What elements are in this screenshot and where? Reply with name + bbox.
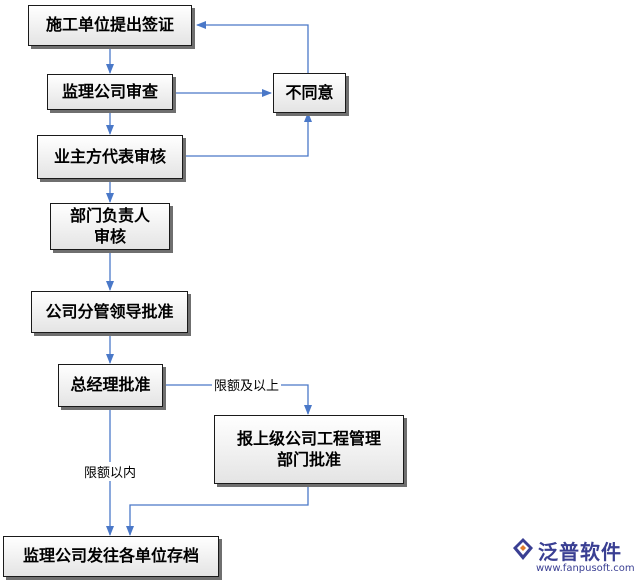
archive-node: 监理公司发往各单位存档 xyxy=(3,536,219,577)
submit-visa-label: 施工单位提出签证 xyxy=(45,15,174,35)
arrow-escalate-to-archive xyxy=(126,484,309,536)
gm-approval-node: 总经理批准 xyxy=(58,364,163,407)
brand-logo: 泛普软件 www.fanpusoft.com xyxy=(508,536,636,582)
brand-mark-icon xyxy=(513,538,533,560)
brand-name: 泛普软件 xyxy=(538,540,622,564)
owner-review-label: 业主方代表审核 xyxy=(53,146,166,166)
within-limit-label: 限额以内 xyxy=(82,462,139,481)
escalate-label-line2: 部门批准 xyxy=(276,449,341,469)
gm-approval-label: 总经理批准 xyxy=(70,375,151,395)
disagree-label: 不同意 xyxy=(285,82,334,102)
archive-label: 监理公司发往各单位存档 xyxy=(22,546,199,566)
arrow-gm-to-escalate xyxy=(163,384,312,415)
arrow-disagree-to-submit xyxy=(196,21,309,73)
owner-review-node: 业主方代表审核 xyxy=(37,135,183,179)
supervisor-review-node: 监理公司审查 xyxy=(47,74,173,110)
supervisor-review-label: 监理公司审查 xyxy=(61,81,158,101)
dept-head-label-line2: 审核 xyxy=(93,226,126,246)
escalate-label-line1: 报上级公司工程管理 xyxy=(236,428,381,448)
disagree-node: 不同意 xyxy=(273,73,346,113)
dept-head-node: 部门负责人 审核 xyxy=(50,203,170,250)
brand-url: www.fanpusoft.com xyxy=(536,563,635,574)
submit-visa-node: 施工单位提出签证 xyxy=(28,5,192,46)
arrow-owner-to-disagree xyxy=(183,112,312,157)
leader-approval-label: 公司分管领导批准 xyxy=(45,301,174,321)
leader-approval-node: 公司分管领导批准 xyxy=(31,291,188,333)
dept-head-label-line1: 部门负责人 xyxy=(69,205,150,225)
over-limit-label: 限额及以上 xyxy=(212,375,282,394)
escalate-node: 报上级公司工程管理 部门批准 xyxy=(214,415,404,484)
